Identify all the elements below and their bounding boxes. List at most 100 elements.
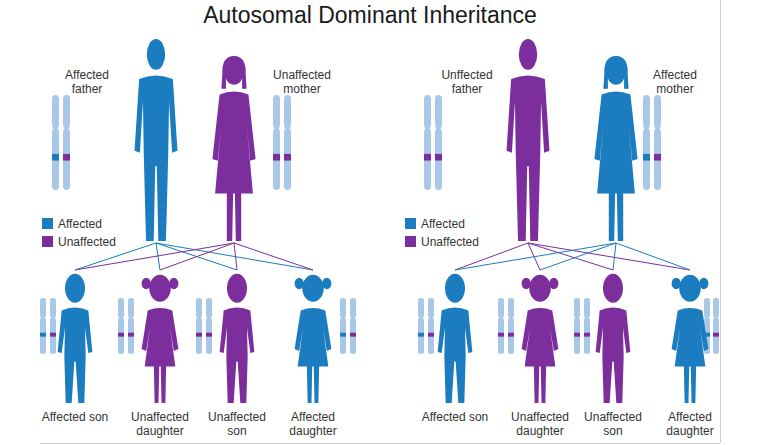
figure-part <box>322 278 331 290</box>
figure-part <box>295 308 332 403</box>
person-node: Affected daughter <box>667 270 713 405</box>
inheritance-line <box>528 243 690 270</box>
chromosome <box>284 95 291 190</box>
figure-part <box>142 278 151 290</box>
person-figure <box>593 270 633 405</box>
chromosome <box>713 298 719 354</box>
person-figure <box>517 270 563 405</box>
chromosome <box>508 298 514 354</box>
figure-part <box>221 56 246 89</box>
person-label: Affected son <box>40 410 110 424</box>
person-node: Affected son <box>435 270 475 405</box>
figure-part <box>679 275 700 302</box>
diagram-title: Autosomal Dominant Inheritance <box>120 2 620 29</box>
person-figure <box>217 270 257 405</box>
person-label: Unaffected son <box>578 410 648 438</box>
chromosome <box>643 95 650 190</box>
chromosome <box>50 298 56 354</box>
chromosome <box>350 298 356 354</box>
figure-part <box>227 274 247 303</box>
chromosome <box>196 298 202 354</box>
figure-part <box>699 278 708 290</box>
inheritance-line <box>455 243 616 270</box>
figure-part <box>529 275 550 302</box>
figure-part <box>445 274 465 303</box>
figure-part <box>522 278 531 290</box>
chromosome <box>63 95 70 190</box>
person-label: Unffected father <box>432 68 502 96</box>
person-label: Unaffected daughter <box>505 410 575 438</box>
legend-item: Affected <box>405 217 495 231</box>
legend-swatch <box>42 236 53 247</box>
figure-part <box>672 278 681 290</box>
person-node: Unaffected son <box>217 270 257 405</box>
person-node: Affected daughter <box>290 270 336 405</box>
figure-part <box>302 275 323 302</box>
figure-part <box>603 274 623 303</box>
legend-text: Affected <box>421 217 465 231</box>
legend-item: Unaffected <box>405 235 495 249</box>
figure-part <box>58 308 93 403</box>
person-figure <box>505 38 551 243</box>
legend-swatch <box>405 236 416 247</box>
legend-swatch <box>405 218 416 229</box>
figure-part <box>672 308 709 403</box>
person-label: Affected daughter <box>655 410 725 438</box>
person-node: Affected father <box>133 38 179 243</box>
figure-part <box>603 56 628 89</box>
figure-part <box>142 308 179 403</box>
chromosome <box>40 298 46 354</box>
figure-part <box>149 275 170 302</box>
person-figure <box>435 270 475 405</box>
chromosome <box>118 298 124 354</box>
chromosome <box>424 95 431 190</box>
figure-part <box>519 39 537 70</box>
person-node: Unaffected son <box>593 270 633 405</box>
chromosome <box>206 298 212 354</box>
person-label: Affected mother <box>640 68 710 96</box>
legend-item: Unaffected <box>42 235 132 249</box>
person-node: Affected mother <box>589 55 643 243</box>
person-node: Unaffected daughter <box>137 270 183 405</box>
chromosome <box>52 95 59 190</box>
chromosome <box>340 298 346 354</box>
person-figure <box>55 270 95 405</box>
person-label: Affected son <box>420 410 490 424</box>
chromosome <box>498 298 504 354</box>
figure-part <box>594 92 637 241</box>
person-label: Affected daughter <box>278 410 348 438</box>
person-label: Unaffected mother <box>267 68 337 96</box>
chromosome <box>428 298 434 354</box>
person-figure <box>589 55 643 243</box>
person-label: Affected father <box>52 68 122 96</box>
figure-part <box>507 75 550 241</box>
inheritance-line <box>528 243 613 270</box>
figure-part <box>596 308 631 403</box>
chromosome <box>128 298 134 354</box>
person-figure <box>667 270 713 405</box>
person-figure <box>137 270 183 405</box>
inheritance-line <box>234 243 237 270</box>
person-figure <box>290 270 336 405</box>
inheritance-line <box>234 243 313 270</box>
frame-line <box>40 443 720 444</box>
inheritance-line <box>613 243 616 270</box>
person-node: Unaffected mother <box>207 55 261 243</box>
person-node: Affected son <box>55 270 95 405</box>
legend-item: Affected <box>42 217 132 231</box>
legend-text: Unaffected <box>421 235 479 249</box>
legend-text: Affected <box>58 217 102 231</box>
legend-swatch <box>42 218 53 229</box>
person-figure <box>133 38 179 243</box>
figure-part <box>169 278 178 290</box>
inheritance-line <box>156 243 237 270</box>
figure-part <box>522 308 559 403</box>
inheritance-line <box>616 243 690 270</box>
legend-text: Unaffected <box>58 235 116 249</box>
chromosome <box>418 298 424 354</box>
figure-part <box>147 39 165 70</box>
person-node: Unffected father <box>505 38 551 243</box>
person-label: Unaffected son <box>202 410 272 438</box>
